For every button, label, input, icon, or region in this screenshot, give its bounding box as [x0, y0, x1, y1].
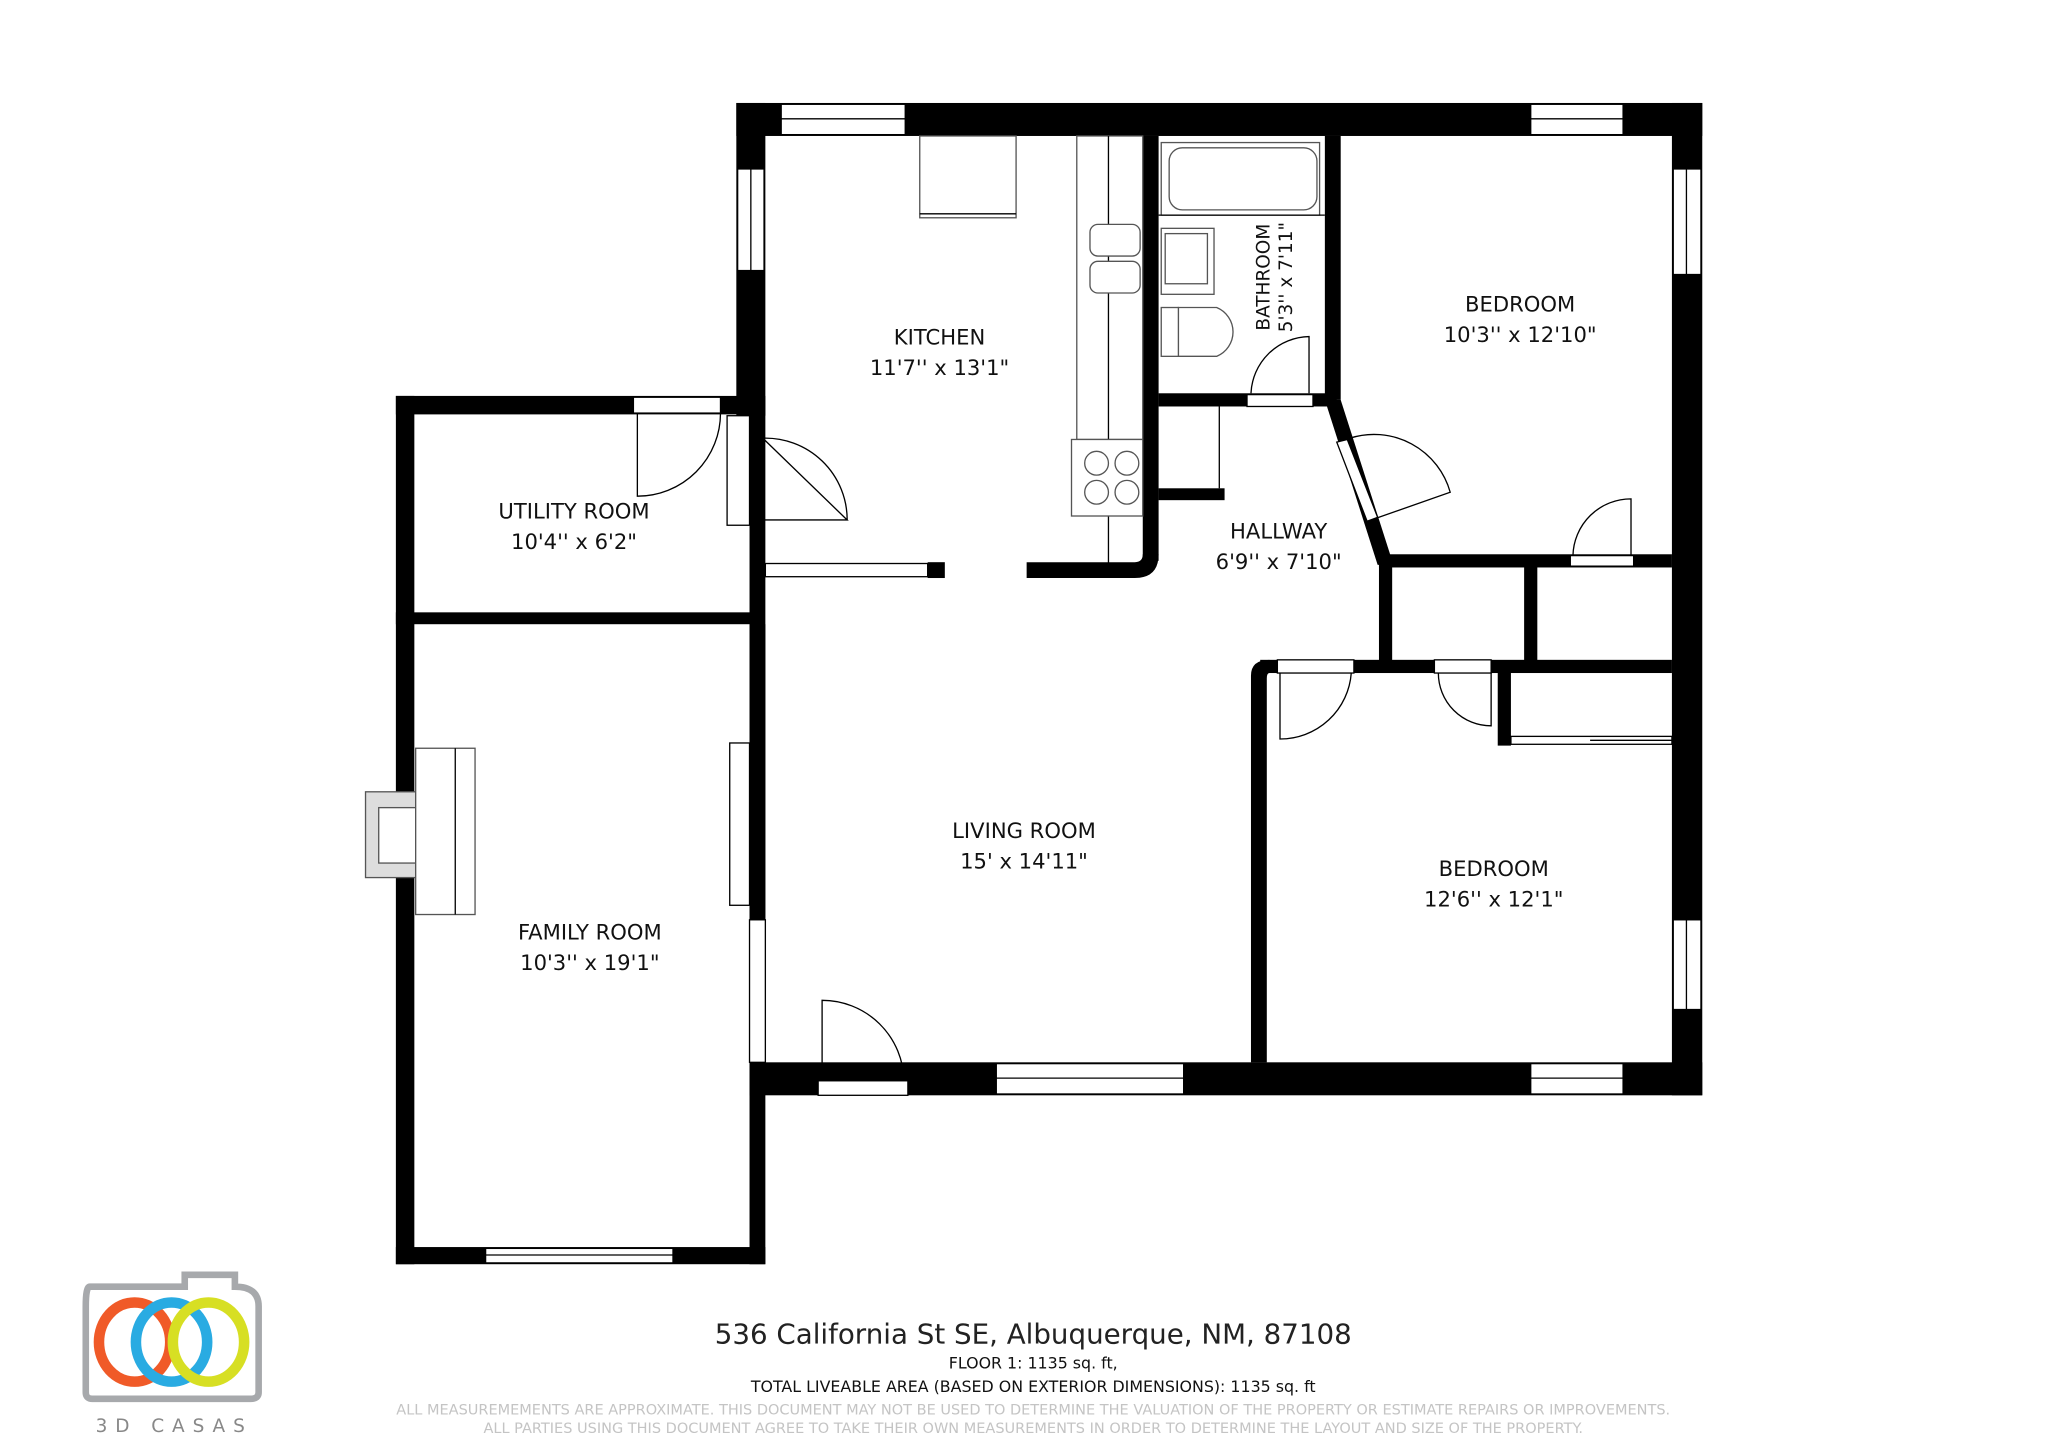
room-name: BATHROOM: [1253, 224, 1274, 331]
logo-brand-text: 3D CASAS: [96, 1416, 253, 1437]
fixtures: [364, 135, 1325, 916]
room-size: 10'4'' x 6'2": [511, 529, 637, 554]
doors: [632, 335, 1673, 1096]
room-name: FAMILY ROOM: [518, 920, 662, 945]
logo: 3D CASAS: [82, 1271, 262, 1437]
room-utility: UTILITY ROOM 10'4'' x 6'2": [498, 499, 649, 554]
disclaimer-line-2: ALL PARTIES USING THIS DOCUMENT AGREE TO…: [483, 1421, 1583, 1437]
room-name: UTILITY ROOM: [498, 499, 649, 524]
room-hallway: HALLWAY 6'9'' x 7'10": [1216, 518, 1342, 573]
floor-area: FLOOR 1: 1135 sq. ft,: [949, 1353, 1118, 1372]
room-size: 10'3'' x 12'10": [1444, 322, 1597, 347]
room-name: HALLWAY: [1230, 518, 1327, 543]
room-kitchen: KITCHEN 11'7'' x 13'1": [870, 324, 1009, 379]
room-size: 6'9'' x 7'10": [1216, 549, 1342, 574]
room-name: BEDROOM: [1465, 291, 1575, 316]
footer: 536 California St SE, Albuquerque, NM, 8…: [396, 1317, 1670, 1437]
total-area: TOTAL LIVEABLE AREA (BASED ON EXTERIOR D…: [750, 1377, 1316, 1396]
room-bedroom-2: BEDROOM 12'6'' x 12'1": [1424, 856, 1563, 911]
address: 536 California St SE, Albuquerque, NM, 8…: [715, 1317, 1352, 1350]
room-name: KITCHEN: [894, 324, 985, 349]
room-family: FAMILY ROOM 10'3'' x 19'1": [518, 920, 662, 975]
room-size: 5'3'' x 7'11": [1276, 222, 1297, 332]
disclaimer-line-1: ALL MEASUREMEMENTS ARE APPROXIMATE. THIS…: [396, 1403, 1670, 1419]
room-bedroom-1: BEDROOM 10'3'' x 12'10": [1444, 291, 1597, 346]
camera-icon: [82, 1271, 262, 1403]
room-size: 15' x 14'11": [960, 848, 1088, 873]
windows: [484, 103, 1702, 1264]
room-size: 12'6'' x 12'1": [1424, 887, 1563, 912]
room-size: 10'3'' x 19'1": [520, 950, 659, 975]
room-bathroom: BATHROOM 5'3'' x 7'11": [1253, 222, 1296, 332]
room-name: BEDROOM: [1439, 856, 1549, 881]
room-name: LIVING ROOM: [952, 818, 1096, 843]
room-living: LIVING ROOM 15' x 14'11": [952, 818, 1096, 873]
room-size: 11'7'' x 13'1": [870, 355, 1009, 380]
